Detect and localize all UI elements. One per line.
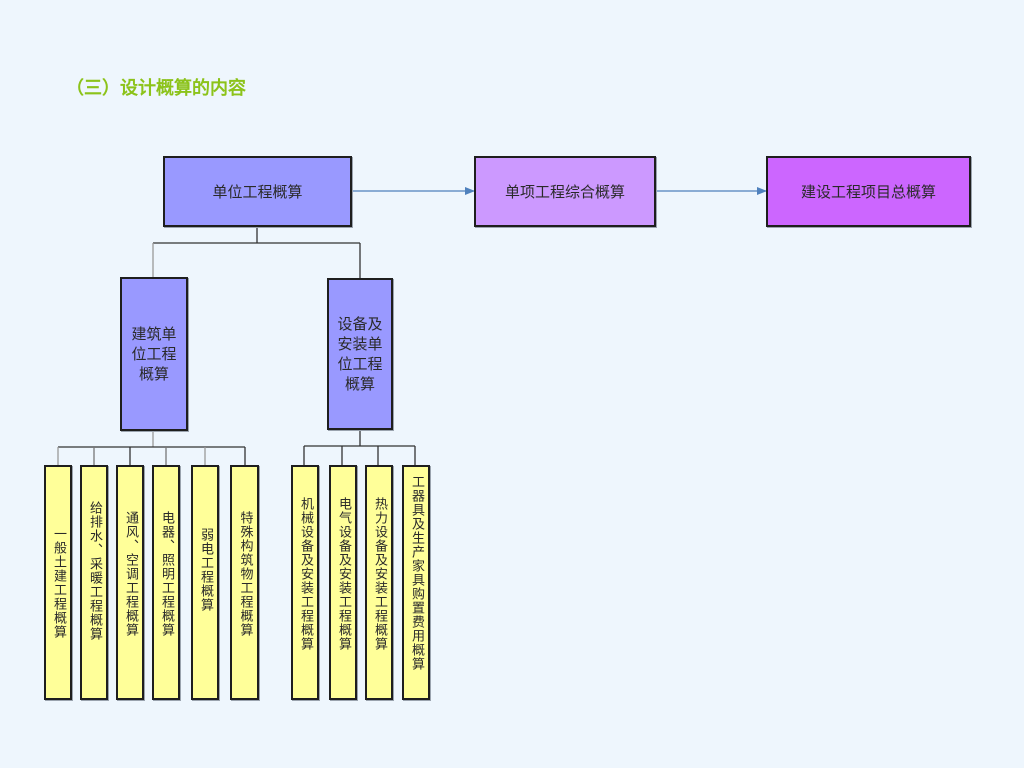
tree-connector-equipment [303, 430, 416, 466]
building-unit-estimate-label: 建筑单位工程概算 [131, 325, 177, 383]
leaf-tools-furniture: 工器具及生产家具购置费用概算 [402, 465, 430, 700]
leaf-general-civil: 一般土建工程概算 [44, 465, 72, 700]
equipment-unit-estimate-label: 设备及安装单位工程概算 [337, 315, 383, 393]
leaf-label: 特殊构筑物工程概算 [237, 511, 253, 637]
slide-title: （三）设计概算的内容 [66, 78, 246, 99]
tree-connector-top [152, 226, 361, 279]
leaf-mechanical-equipment: 机械设备及安装工程概算 [291, 465, 319, 700]
leaf-low-voltage: 弱电工程概算 [191, 465, 219, 700]
leaf-electrical-lighting: 电器、照明工程概算 [152, 465, 180, 700]
leaf-special-structures: 特殊构筑物工程概算 [230, 465, 259, 700]
leaf-plumbing-heating: 给排水、采暖工程概算 [80, 465, 108, 700]
single-item-estimate-box: 单项工程综合概算 [474, 156, 656, 227]
single-item-estimate-label: 单项工程综合概算 [504, 183, 625, 201]
leaf-label: 工器具及生产家具购置费用概算 [409, 475, 424, 671]
leaf-ventilation-ac: 通风、空调工程概算 [116, 465, 144, 700]
leaf-label: 弱电工程概算 [198, 527, 213, 612]
equipment-unit-estimate-box: 设备及安装单位工程概算 [327, 278, 393, 430]
leaf-thermal-equipment: 热力设备及安装工程概算 [365, 465, 393, 700]
leaf-electrical-equipment: 电气设备及安装工程概算 [329, 465, 357, 700]
unit-estimate-box: 单位工程概算 [163, 156, 352, 227]
project-total-estimate-label: 建设工程项目总概算 [800, 183, 936, 201]
leaf-label: 热力设备及安装工程概算 [372, 497, 387, 651]
leaf-label: 给排水、采暖工程概算 [87, 501, 102, 641]
leaf-label: 电气设备及安装工程概算 [336, 497, 351, 651]
leaf-label: 机械设备及安装工程概算 [298, 497, 313, 651]
leaf-label: 电器、照明工程概算 [159, 511, 174, 637]
tree-connector-building [57, 430, 246, 466]
building-unit-estimate-box: 建筑单位工程概算 [120, 277, 188, 431]
project-total-estimate-box: 建设工程项目总概算 [766, 156, 971, 227]
leaf-label: 通风、空调工程概算 [123, 511, 138, 637]
unit-estimate-label: 单位工程概算 [212, 183, 303, 201]
leaf-label: 一般土建工程概算 [51, 526, 66, 639]
